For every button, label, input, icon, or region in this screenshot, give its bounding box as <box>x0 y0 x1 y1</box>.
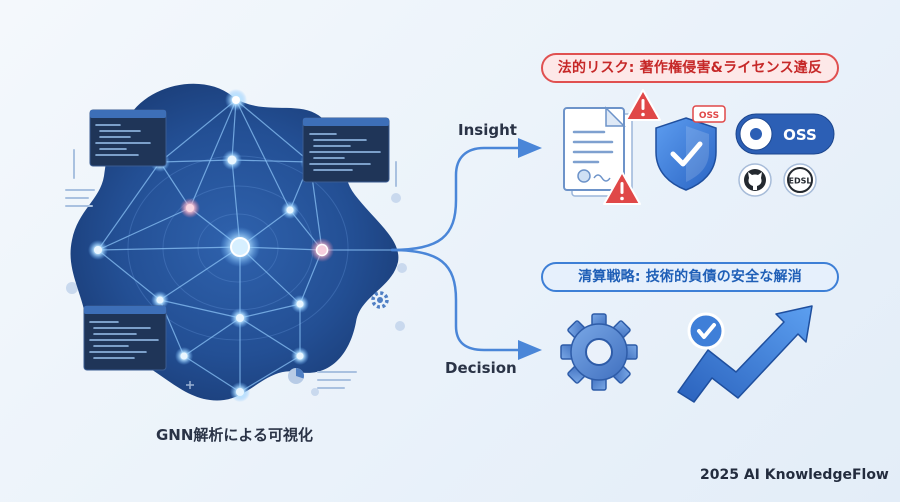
insight-label: Insight <box>458 121 517 139</box>
small-gear-icon <box>371 291 389 309</box>
code-window-bottom-left <box>83 305 167 371</box>
network-node <box>310 238 334 262</box>
gear-icon <box>560 313 638 391</box>
network-node <box>180 198 200 218</box>
network-node <box>88 240 108 260</box>
network-node-central <box>220 227 260 267</box>
side-bars-decoration <box>65 149 397 389</box>
trend-up-arrow-icon <box>677 305 813 403</box>
code-window-top-right <box>302 117 390 183</box>
shield-check-icon <box>655 117 717 191</box>
footer-credit: 2025 AI KnowledgeFlow <box>700 467 889 483</box>
network-node <box>151 291 169 309</box>
code-window-top-left <box>89 109 167 167</box>
network-node <box>291 295 309 313</box>
network-node <box>291 347 309 365</box>
github-icon <box>738 163 772 197</box>
check-badge-icon <box>687 312 725 350</box>
decision-label: Decision <box>445 359 517 377</box>
legal-risk-banner: 法的リスク: 著作権侵害&ライセンス違反 <box>541 53 839 83</box>
pie-chart-icon <box>288 368 305 384</box>
network-node <box>230 308 250 328</box>
network-node <box>175 347 193 365</box>
oss-tag: OSS <box>692 105 726 123</box>
warning-icon <box>625 89 661 121</box>
branch-flow <box>390 146 522 352</box>
background-dots <box>66 193 407 396</box>
license-badge-icon: EDSL <box>783 163 817 197</box>
decision-arrowhead <box>518 340 542 360</box>
insight-arrowhead <box>518 138 542 158</box>
network-caption: GNN解析による可視化 <box>156 426 313 444</box>
oss-tag-label: OSS <box>699 111 719 121</box>
oss-toggle-label: OSS <box>783 126 817 144</box>
network-node <box>225 89 247 111</box>
network-node <box>230 382 250 402</box>
strategy-banner: 清算戦略: 技術的負債の安全な解消 <box>541 262 839 292</box>
network-node <box>222 150 242 170</box>
license-badge-label: EDSL <box>789 177 812 186</box>
document-icon <box>563 106 633 197</box>
plus-icon <box>186 381 194 389</box>
network-node <box>281 201 299 219</box>
warning-icon <box>603 171 641 205</box>
oss-toggle-icon: OSS <box>735 113 835 155</box>
